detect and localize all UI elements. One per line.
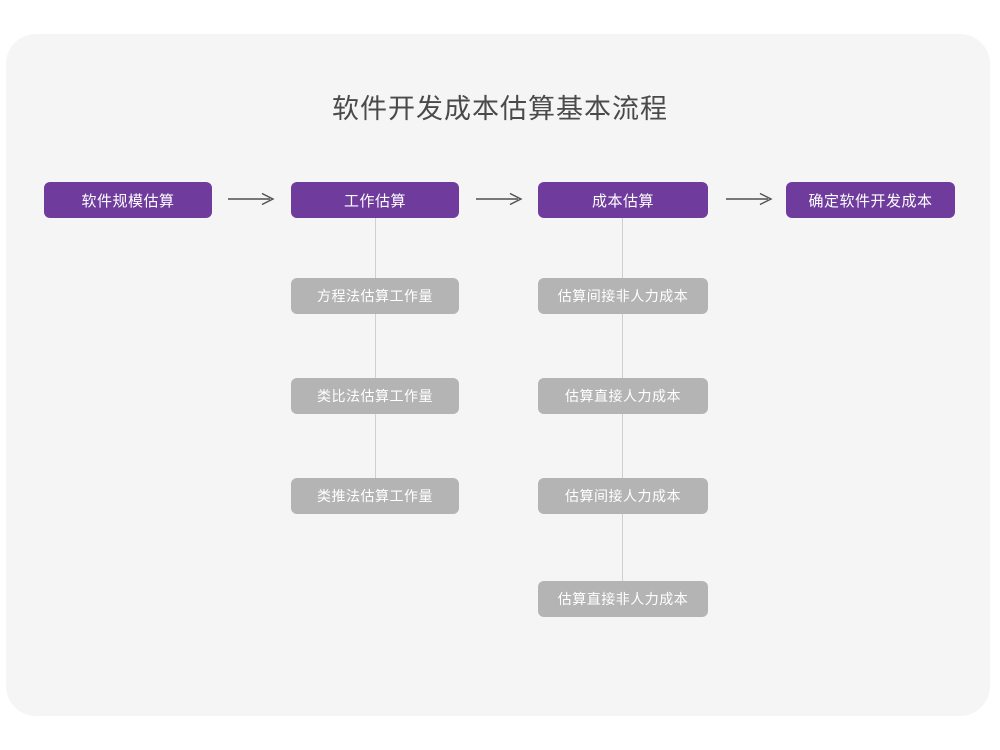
node-label: 方程法估算工作量 xyxy=(317,288,433,304)
node-cost-estimation[interactable]: 成本估算 xyxy=(538,182,708,218)
node-direct-labor-cost[interactable]: 估算直接人力成本 xyxy=(538,378,708,414)
node-label: 估算间接人力成本 xyxy=(565,488,681,504)
node-label: 确定软件开发成本 xyxy=(808,192,933,210)
node-indirect-non-labor-cost[interactable]: 估算间接非人力成本 xyxy=(538,278,708,314)
connector-line-work xyxy=(375,217,376,498)
node-equation-method-effort[interactable]: 方程法估算工作量 xyxy=(291,278,459,314)
diagram-card xyxy=(6,34,990,716)
node-determine-development-cost[interactable]: 确定软件开发成本 xyxy=(786,182,955,218)
node-analogy-method-effort[interactable]: 类比法估算工作量 xyxy=(291,378,459,414)
node-label: 估算直接非人力成本 xyxy=(557,591,689,607)
arrow-right-icon-3 xyxy=(726,187,774,211)
node-label: 软件规模估算 xyxy=(81,192,175,210)
node-label: 类比法估算工作量 xyxy=(317,388,433,404)
arrow-right-icon-1 xyxy=(228,187,276,211)
node-label: 工作估算 xyxy=(343,192,406,210)
node-label: 类推法估算工作量 xyxy=(317,488,433,504)
node-label: 成本估算 xyxy=(591,192,654,210)
node-label: 估算间接非人力成本 xyxy=(557,288,689,304)
page-title: 软件开发成本估算基本流程 xyxy=(332,94,668,124)
node-software-size-estimation[interactable]: 软件规模估算 xyxy=(44,182,212,218)
arrow-right-icon-2 xyxy=(476,187,524,211)
node-direct-non-labor-cost[interactable]: 估算直接非人力成本 xyxy=(538,581,708,617)
node-indirect-labor-cost[interactable]: 估算间接人力成本 xyxy=(538,478,708,514)
node-analogue-method-effort[interactable]: 类推法估算工作量 xyxy=(291,478,459,514)
node-work-estimation[interactable]: 工作估算 xyxy=(291,182,459,218)
node-label: 估算直接人力成本 xyxy=(565,388,681,404)
